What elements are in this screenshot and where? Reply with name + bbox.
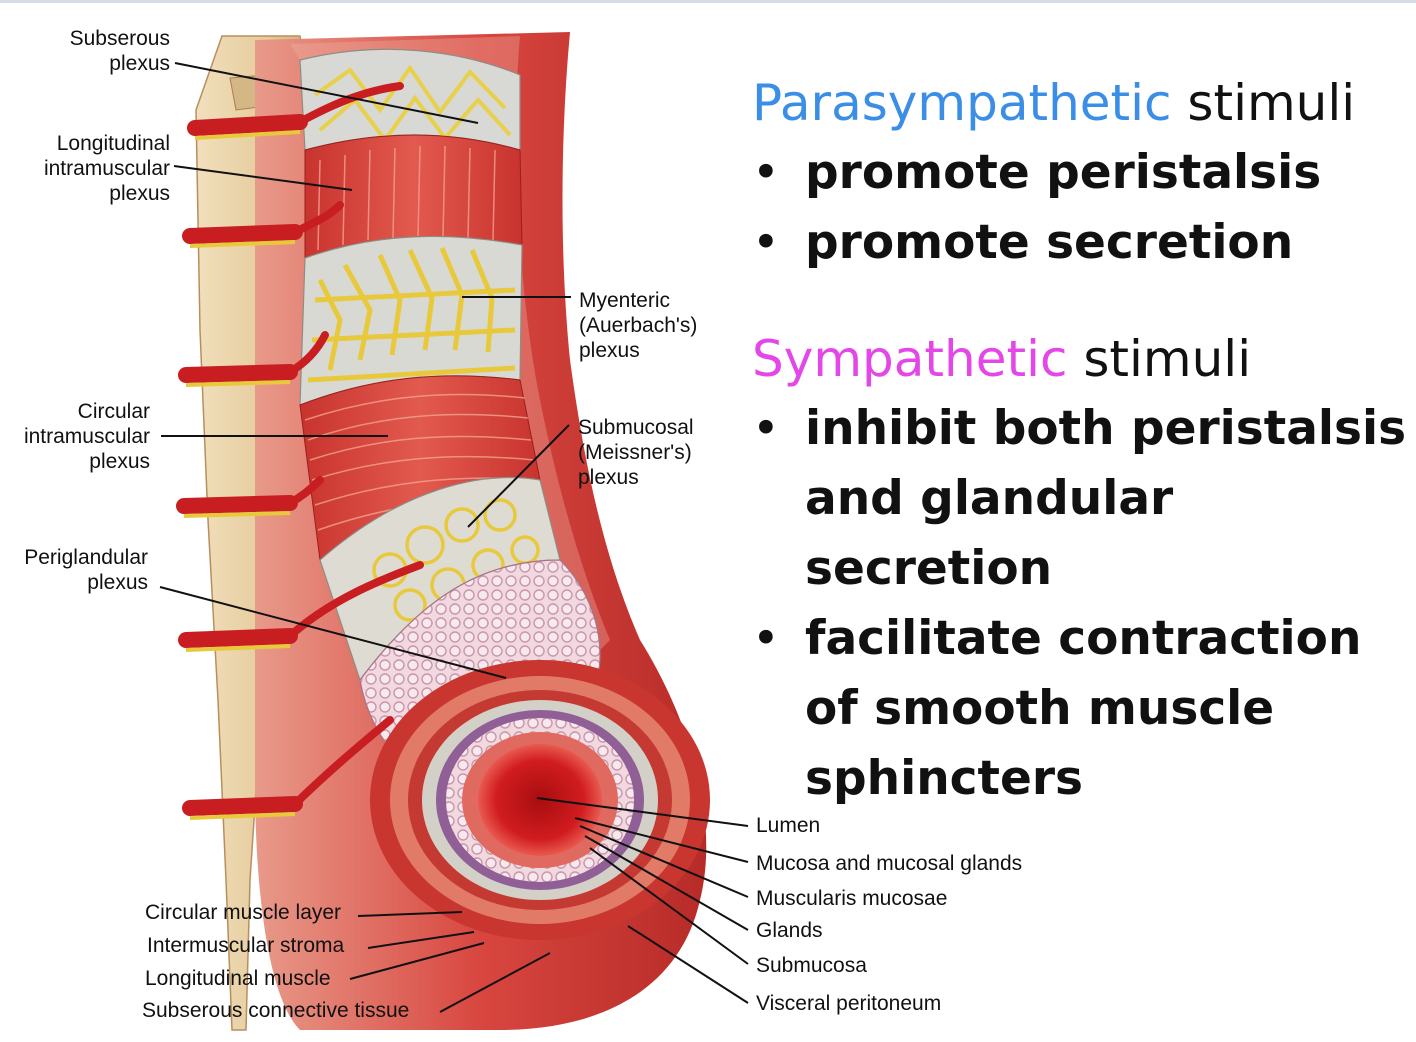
label-submucosal-plexus: Submucosal (Meissner's) plexus <box>578 416 694 489</box>
leader-lines <box>159 62 749 1013</box>
label-periglandular-plexus: Periglandular plexus <box>24 546 148 594</box>
top-border <box>0 0 1416 3</box>
label-submucosa: Submucosa <box>756 954 867 977</box>
label-subserous-plexus: Subserous plexus <box>69 27 170 75</box>
nerve-fibers <box>183 130 301 820</box>
label-subserous-connective-tissue: Subserous connective tissue <box>142 999 410 1022</box>
label-longitudinal-muscle: Longitudinal muscle <box>145 967 331 990</box>
sympathetic-bullets: inhibit both peristalsis and glandular s… <box>752 394 1412 814</box>
longitudinal-fibers <box>317 145 496 251</box>
bullet-item: promote secretion <box>752 208 1412 278</box>
parasympathetic-keyword: Parasympathetic <box>752 74 1172 132</box>
blood-vessels <box>176 114 308 816</box>
label-myenteric-plexus: Myenteric (Auerbach's) plexus <box>579 289 698 362</box>
bullet-item: promote peristalsis <box>752 138 1412 208</box>
myenteric-nerve-net <box>307 247 516 383</box>
cross-section <box>370 660 710 940</box>
label-visceral-peritoneum: Visceral peritoneum <box>756 992 942 1015</box>
submucosal-nerve-net <box>372 498 540 622</box>
label-longitudinal-intramuscular-plexus: Longitudinal intramuscular plexus <box>43 132 170 205</box>
section-gap <box>752 278 1412 328</box>
label-glands: Glands <box>756 919 823 942</box>
label-muscularis-mucosae: Muscularis mucosae <box>756 887 948 910</box>
label-intermuscular-stroma: Intermuscular stroma <box>147 934 345 957</box>
sympathetic-heading: Sympathetic stimuli <box>752 328 1412 390</box>
parasympathetic-heading: Parasympathetic stimuli <box>752 72 1412 134</box>
sympathetic-heading-rest: stimuli <box>1067 330 1252 388</box>
parasympathetic-bullets: promote peristalsis promote secretion <box>752 138 1412 278</box>
bullet-item: facilitate contraction of smooth muscle … <box>752 604 1412 814</box>
label-mucosa-glands: Mucosa and mucosal glands <box>756 852 1023 875</box>
parasympathetic-heading-rest: stimuli <box>1171 74 1356 132</box>
bullet-item: inhibit both peristalsis and glandular s… <box>752 394 1412 604</box>
label-circular-muscle-layer: Circular muscle layer <box>145 901 342 924</box>
label-lumen: Lumen <box>756 814 821 837</box>
sympathetic-keyword: Sympathetic <box>752 330 1068 388</box>
label-circular-intramuscular-plexus: Circular intramuscular plexus <box>23 400 150 473</box>
autonomic-effects-panel: Parasympathetic stimuli promote peristal… <box>752 72 1412 814</box>
